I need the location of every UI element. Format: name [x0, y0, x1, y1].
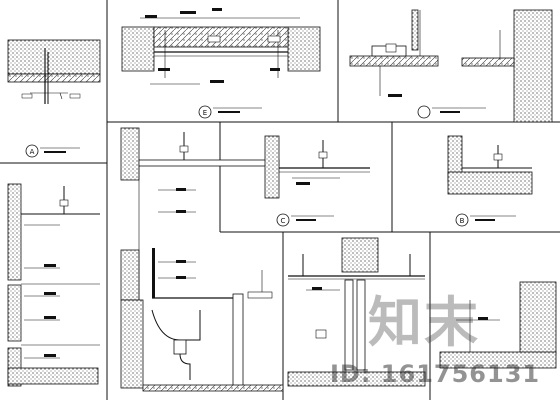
detail-b-label: B — [460, 217, 465, 225]
detail-bottom-center — [287, 237, 426, 387]
detail-top-right — [349, 9, 553, 123]
detail-a-label: A — [30, 148, 35, 156]
detail-c-label: C — [281, 217, 286, 225]
detail-b-section: B — [447, 135, 533, 227]
detail-top-left — [7, 39, 101, 104]
detail-e-label: E — [203, 109, 207, 117]
detail-e-section: E — [121, 8, 321, 119]
detail-a-title: A — [25, 144, 80, 158]
detail-bottom-right — [439, 281, 557, 369]
detail-left-wall-section — [7, 183, 100, 387]
detail-c-section: C — [264, 135, 370, 227]
panel-frames — [0, 0, 560, 400]
detail-sink-section — [120, 127, 284, 392]
